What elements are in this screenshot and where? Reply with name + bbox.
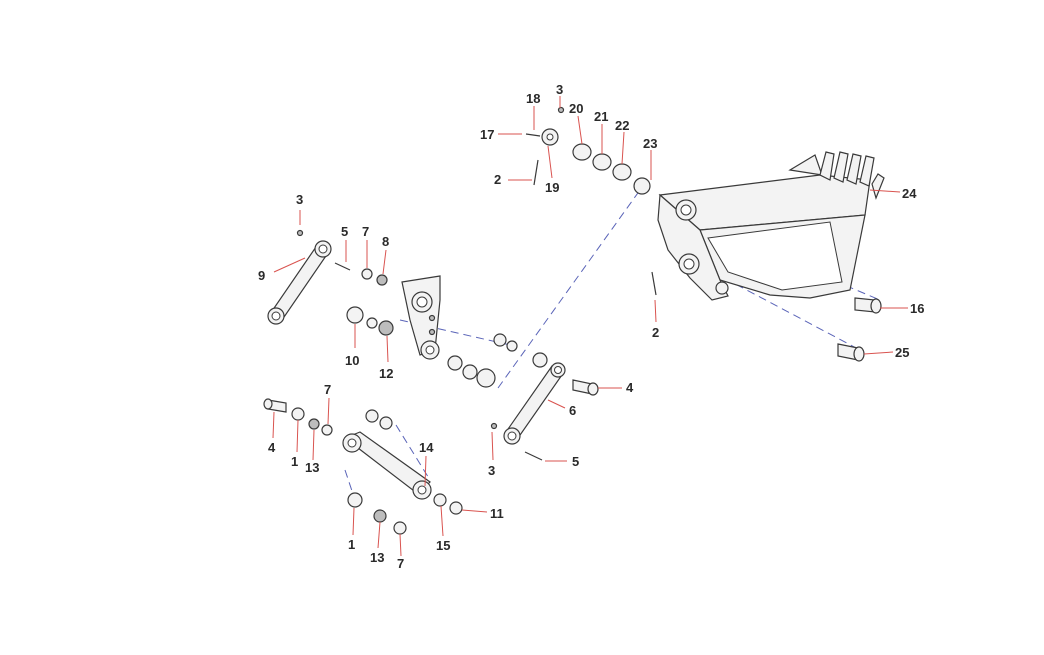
callout-3: 3 bbox=[556, 82, 563, 97]
ring-7-upper[interactable] bbox=[361, 268, 373, 280]
shim-22[interactable] bbox=[612, 163, 632, 181]
callout-9: 9 bbox=[258, 268, 265, 283]
leader-lines bbox=[272, 96, 908, 557]
washer-1-upper[interactable] bbox=[291, 407, 305, 421]
callout-2: 2 bbox=[494, 172, 501, 187]
callout-22: 22 bbox=[615, 118, 629, 133]
bushing-13-upper[interactable] bbox=[308, 418, 320, 430]
callout-16: 16 bbox=[910, 301, 924, 316]
rings-and-bushings bbox=[291, 106, 651, 535]
callout-2: 2 bbox=[652, 325, 659, 340]
callout-17: 17 bbox=[480, 127, 494, 142]
shim-20[interactable] bbox=[572, 143, 592, 161]
callout-12: 12 bbox=[379, 366, 393, 381]
callout-7: 7 bbox=[397, 556, 404, 571]
callout-6: 6 bbox=[569, 403, 576, 418]
ring-7-mid[interactable] bbox=[321, 424, 333, 436]
callout-24: 24 bbox=[902, 186, 917, 201]
callout-4: 4 bbox=[626, 380, 634, 395]
washer-1-lower[interactable] bbox=[347, 492, 363, 508]
callout-8: 8 bbox=[382, 234, 389, 249]
grease-nipple-3-b[interactable] bbox=[490, 422, 498, 430]
callout-1: 1 bbox=[348, 537, 355, 552]
callout-21: 21 bbox=[594, 109, 608, 124]
washer-23[interactable] bbox=[633, 177, 651, 195]
pin-25[interactable] bbox=[837, 343, 865, 362]
bolt-5-lower[interactable] bbox=[524, 451, 543, 461]
bushing-15[interactable] bbox=[433, 493, 447, 507]
callout-13: 13 bbox=[370, 550, 384, 565]
callout-3: 3 bbox=[488, 463, 495, 478]
shim-21[interactable] bbox=[592, 153, 612, 171]
callouts: 3 5 7 8 9 10 12 7 4 1 13 14 1 13 7 15 11… bbox=[258, 82, 924, 571]
callout-25: 25 bbox=[895, 345, 909, 360]
callout-3: 3 bbox=[296, 192, 303, 207]
callout-1: 1 bbox=[291, 454, 298, 469]
callout-4: 4 bbox=[268, 440, 276, 455]
callout-20: 20 bbox=[569, 101, 583, 116]
central-link[interactable] bbox=[401, 275, 441, 360]
callout-7: 7 bbox=[362, 224, 369, 239]
callout-5: 5 bbox=[341, 224, 348, 239]
pin-2-upper[interactable] bbox=[533, 159, 539, 186]
callout-13: 13 bbox=[305, 460, 319, 475]
bushing-13-lower[interactable] bbox=[373, 509, 387, 523]
ring-7-lower[interactable] bbox=[393, 521, 407, 535]
link-arm-9[interactable] bbox=[267, 240, 332, 325]
pin-16[interactable] bbox=[854, 297, 882, 314]
grease-nipple-3-a[interactable] bbox=[296, 229, 304, 237]
ring-11[interactable] bbox=[449, 501, 463, 515]
callout-15: 15 bbox=[436, 538, 450, 553]
cylinder-link-14[interactable] bbox=[342, 431, 432, 500]
pin-4-upper[interactable] bbox=[572, 379, 599, 396]
callout-5: 5 bbox=[572, 454, 579, 469]
callout-19: 19 bbox=[545, 180, 559, 195]
bolt-5-upper[interactable] bbox=[334, 262, 351, 271]
bolt-17[interactable] bbox=[525, 133, 541, 137]
ring-10[interactable] bbox=[346, 306, 364, 324]
callout-14: 14 bbox=[419, 440, 434, 455]
callout-18: 18 bbox=[526, 91, 540, 106]
callout-7: 7 bbox=[324, 382, 331, 397]
pin-4-lower[interactable] bbox=[263, 398, 287, 413]
pin-2-lower[interactable] bbox=[651, 271, 657, 296]
bushing-8[interactable] bbox=[376, 274, 388, 286]
pins bbox=[263, 133, 882, 461]
callout-11: 11 bbox=[490, 506, 504, 521]
link-arm-6[interactable] bbox=[503, 362, 566, 445]
callout-23: 23 bbox=[643, 136, 657, 151]
callout-10: 10 bbox=[345, 353, 359, 368]
grease-nipple-3-c[interactable] bbox=[557, 106, 565, 114]
bucket[interactable] bbox=[657, 151, 885, 301]
bushing-12[interactable] bbox=[378, 320, 394, 336]
